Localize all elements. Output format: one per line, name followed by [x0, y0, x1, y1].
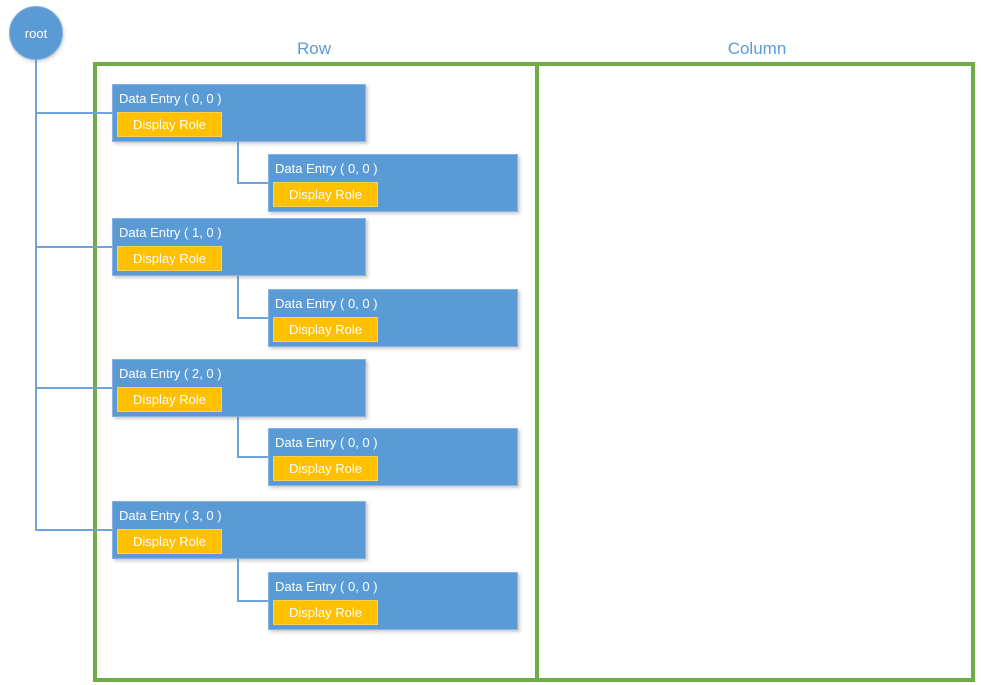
entry-box-row0-child: Data Entry ( 0, 0 ) Display Role	[268, 154, 518, 212]
display-role-badge: Display Role	[273, 182, 378, 207]
row-column-divider	[535, 62, 539, 682]
display-role-badge: Display Role	[273, 456, 378, 481]
branch-line-3	[35, 529, 112, 531]
entry-box-row3: Data Entry ( 3, 0 ) Display Role	[112, 501, 366, 559]
entry-label: Data Entry ( 2, 0 )	[119, 366, 222, 381]
entry-label: Data Entry ( 0, 0 )	[275, 296, 378, 311]
column-header: Column	[727, 39, 787, 58]
root-node: root	[9, 6, 63, 60]
child-elbow-v-0	[237, 142, 239, 184]
child-elbow-h-3	[237, 600, 268, 602]
child-elbow-h-2	[237, 456, 268, 458]
child-elbow-h-1	[237, 317, 268, 319]
entry-label: Data Entry ( 0, 0 )	[275, 579, 378, 594]
entry-box-row0: Data Entry ( 0, 0 ) Display Role	[112, 84, 366, 142]
child-elbow-v-2	[237, 417, 239, 458]
entry-box-row1-child: Data Entry ( 0, 0 ) Display Role	[268, 289, 518, 347]
branch-line-0	[35, 112, 112, 114]
display-role-badge: Display Role	[273, 600, 378, 625]
entry-box-row1: Data Entry ( 1, 0 ) Display Role	[112, 218, 366, 276]
display-role-badge: Display Role	[273, 317, 378, 342]
display-role-badge: Display Role	[117, 246, 222, 271]
entry-label: Data Entry ( 3, 0 )	[119, 508, 222, 523]
child-elbow-h-0	[237, 182, 268, 184]
row-header: Row	[296, 39, 331, 58]
display-role-badge: Display Role	[117, 387, 222, 412]
entry-label: Data Entry ( 0, 0 )	[119, 91, 222, 106]
display-role-badge: Display Role	[117, 529, 222, 554]
entry-box-row3-child: Data Entry ( 0, 0 ) Display Role	[268, 572, 518, 630]
entry-label: Data Entry ( 1, 0 )	[119, 225, 222, 240]
entry-label: Data Entry ( 0, 0 )	[275, 435, 378, 450]
entry-label: Data Entry ( 0, 0 )	[275, 161, 378, 176]
branch-line-2	[35, 387, 112, 389]
root-node-label: root	[24, 25, 48, 41]
branch-line-1	[35, 246, 112, 248]
child-elbow-v-3	[237, 559, 239, 602]
entry-box-row2-child: Data Entry ( 0, 0 ) Display Role	[268, 428, 518, 486]
display-role-badge: Display Role	[117, 112, 222, 137]
entry-box-row2: Data Entry ( 2, 0 ) Display Role	[112, 359, 366, 417]
row-column-frame	[93, 62, 975, 682]
root-trunk-line	[35, 60, 37, 530]
child-elbow-v-1	[237, 276, 239, 319]
